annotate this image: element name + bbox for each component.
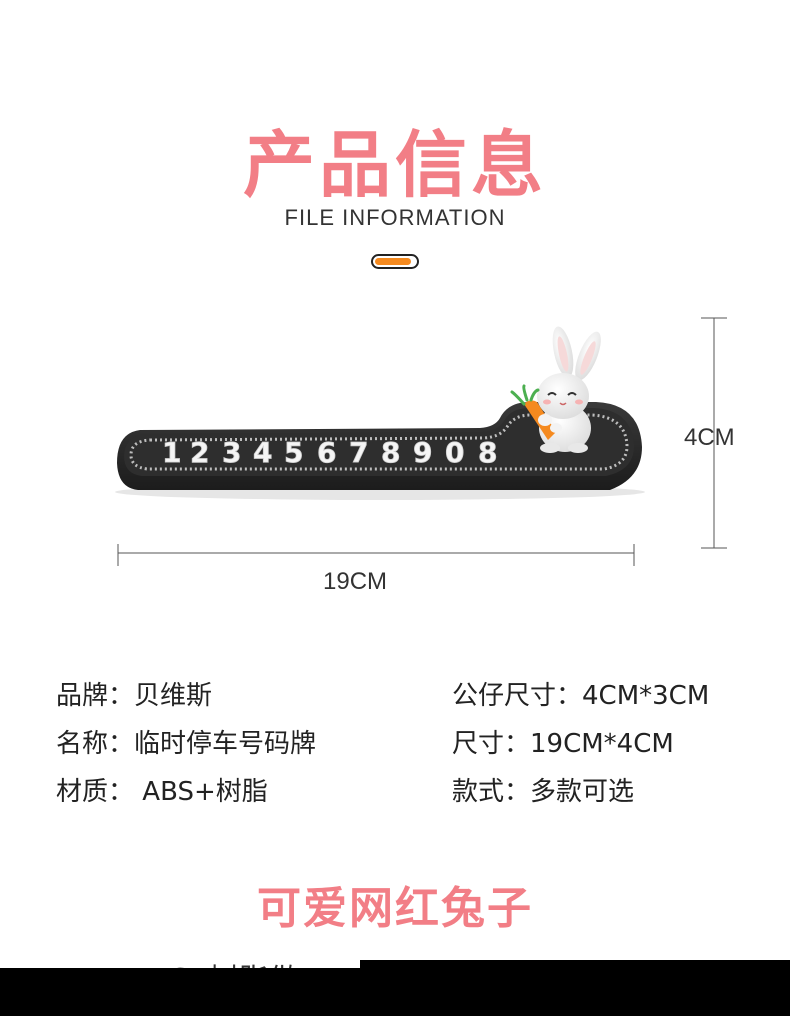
- product-image: 1 2 3 4 5 6 7 8 9 0 8: [115, 317, 727, 566]
- spec-name: 名称：临时停车号码牌: [56, 723, 316, 760]
- plate-digit: 0: [445, 436, 464, 469]
- spec-style-value: 多款可选: [530, 777, 635, 807]
- spec-material-label: 材质：: [56, 777, 135, 807]
- spec-doll-size-label: 公仔尺寸：: [452, 681, 583, 711]
- spec-brand-value: 贝维斯: [134, 681, 213, 711]
- plate-digit: 9: [413, 436, 432, 469]
- spec-name-label: 名称：: [56, 729, 135, 759]
- spec-size-label: 尺寸：: [452, 729, 531, 759]
- spec-size-value: 19CM*4CM: [530, 729, 674, 759]
- plate-digit: 8: [381, 436, 400, 469]
- spec-style-label: 款式：: [452, 777, 531, 807]
- spec-material: 材质： ABS+树脂: [56, 771, 268, 808]
- spec-name-value: 临时停车号码牌: [134, 729, 317, 759]
- spec-size: 尺寸：19CM*4CM: [452, 723, 674, 760]
- spec-brand-label: 品牌：: [56, 681, 135, 711]
- pill-fill: [375, 258, 411, 265]
- plate-digit: 5: [284, 436, 303, 469]
- plate-digit: 4: [253, 436, 272, 469]
- section-title: 可爱网红兔子: [257, 883, 533, 934]
- bottom-bar-notch: [360, 960, 790, 970]
- plate-digit: 7: [349, 436, 368, 469]
- plate-digit: 2: [190, 436, 209, 469]
- page-title: 产品信息: [242, 123, 547, 207]
- plate-digit: 6: [317, 436, 336, 469]
- plate-digit: 1: [162, 436, 181, 469]
- spec-doll-size: 公仔尺寸：4CM*3CM: [452, 675, 709, 712]
- width-label: 19CM: [323, 568, 388, 595]
- bottom-bar: [0, 968, 790, 1016]
- plate-digit: 8: [478, 436, 497, 469]
- rhinestone-border: [129, 413, 629, 471]
- height-label: 4CM: [684, 424, 735, 451]
- spec-doll-size-value: 4CM*3CM: [582, 681, 710, 711]
- decorative-pill: [371, 254, 419, 269]
- spec-material-value: ABS+树脂: [134, 777, 268, 807]
- plate-number-group: 1 2 3 4 5 6 7 8 9 0 8: [162, 436, 498, 470]
- plate-digit: 3: [222, 436, 241, 469]
- spec-brand: 品牌：贝维斯: [56, 675, 212, 712]
- page-subtitle-en: FILE INFORMATION: [284, 205, 506, 230]
- spec-style: 款式：多款可选: [452, 771, 634, 808]
- bunny-figurine: [510, 326, 601, 453]
